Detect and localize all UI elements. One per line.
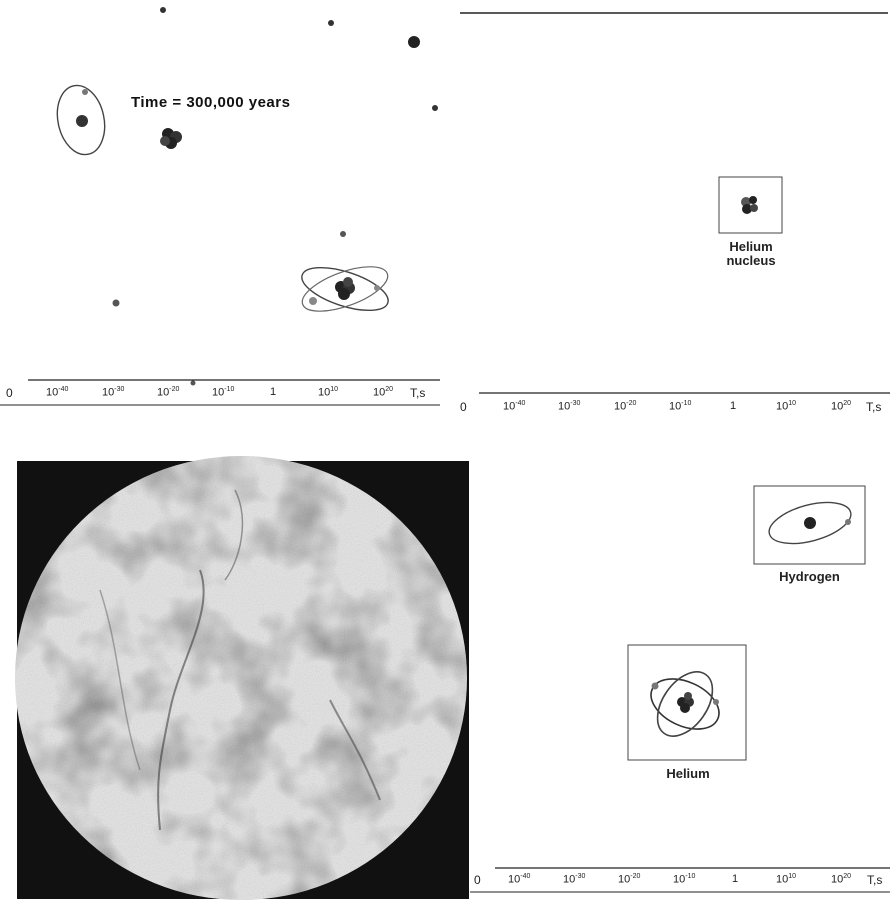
helium-nucleus-box <box>718 176 783 234</box>
timescale-tick: 10-30 <box>102 386 125 399</box>
timescale-tick-exponent: -10 <box>681 400 692 407</box>
hydrogen-label: Hydrogen <box>779 569 840 584</box>
timescale-tick: 1020 <box>373 386 394 399</box>
timescale-axis-1 <box>0 379 440 406</box>
timescale-tick-exponent: -40 <box>520 873 531 880</box>
panel-atoms-art <box>470 485 890 893</box>
helium-nucleus-particles <box>741 196 758 214</box>
particle <box>408 36 420 48</box>
timescale-origin: 0 <box>6 386 13 400</box>
cmb-map-art <box>15 456 469 900</box>
timescale-tick: 10-10 <box>212 386 235 399</box>
hydrogen-box <box>753 485 866 565</box>
timescale-unit: T,s <box>867 873 883 887</box>
helium-nucleus-caption-line2: nucleus <box>726 253 776 268</box>
timescale-tick: 10-20 <box>614 400 637 413</box>
helium-atom-boxed <box>650 671 720 737</box>
timescale-tick: 10-20 <box>618 873 641 886</box>
helium-nucleus-free <box>160 128 182 149</box>
timescale-tick: 1010 <box>318 386 339 399</box>
timescale-origin: 0 <box>474 873 481 887</box>
timescale-tick: 10-40 <box>508 873 531 886</box>
timescale-tick-exponent: 20 <box>385 386 394 393</box>
timescale-tick-exponent: -10 <box>685 873 696 880</box>
timescale-tick: 10-20 <box>157 386 180 399</box>
timescale-tick: 10-10 <box>673 873 696 886</box>
panel-recombination-art <box>0 7 440 406</box>
timescale-tick-exponent: -20 <box>630 873 641 880</box>
timescale-tick: 10-10 <box>669 400 692 413</box>
timescale-tick-exponent: -40 <box>58 386 69 393</box>
timescale-unit: T,s <box>866 400 882 414</box>
particle <box>432 105 438 111</box>
particle <box>328 20 334 26</box>
timescale-tick: 1020 <box>831 873 852 886</box>
timescale-tick-exponent: -30 <box>570 400 581 407</box>
timescale-tick: 1 <box>270 386 277 398</box>
timescale-tick: 1 <box>732 873 739 885</box>
timescale-tick: 10-30 <box>563 873 586 886</box>
timescale-tick-exponent: 10 <box>788 873 797 880</box>
timescale-tick-exponent: -20 <box>626 400 637 407</box>
timescale-tick-exponent: -10 <box>224 386 235 393</box>
timescale-tick-exponent: 20 <box>843 873 852 880</box>
particle <box>160 7 166 13</box>
timescale-tick-exponent: -30 <box>575 873 586 880</box>
timescale-axis-4 <box>470 867 890 893</box>
helium-atom <box>301 266 389 312</box>
timescale-tick-exponent: -30 <box>114 386 125 393</box>
timescale-tick: 1 <box>730 400 737 412</box>
timescale-tick: 10-40 <box>503 400 526 413</box>
helium-nucleus-caption: Helium nucleus <box>708 240 794 268</box>
particle <box>112 299 120 307</box>
timescale-tick: 1010 <box>776 400 797 413</box>
timescale-tick-exponent: 10 <box>330 386 339 393</box>
timescale-tick-exponent: 10 <box>788 400 797 407</box>
timescale-tick-exponent: -40 <box>515 400 526 407</box>
hydrogen-atom-boxed <box>768 501 852 545</box>
time-label: Time = 300,000 years <box>131 94 291 111</box>
hydrogen-atom <box>56 84 106 156</box>
timescale-unit: T,s <box>410 386 426 400</box>
cmb-disc <box>15 456 467 900</box>
timescale-tick: 1010 <box>776 873 797 886</box>
timescale-tick: 1020 <box>831 400 852 413</box>
particle <box>340 231 346 237</box>
timescale-origin: 0 <box>460 400 467 414</box>
timescale-tick-exponent: -20 <box>169 386 180 393</box>
helium-nucleus-caption-line1: Helium <box>729 239 773 254</box>
panel-helium-nucleus-art <box>460 12 890 394</box>
particle <box>190 380 196 386</box>
panel-cmb-map <box>0 450 470 901</box>
timescale-tick: 10-40 <box>46 386 69 399</box>
timescale-tick: 10-30 <box>558 400 581 413</box>
timescale-tick-exponent: 20 <box>843 400 852 407</box>
helium-label: Helium <box>666 766 710 781</box>
helium-box <box>627 644 747 761</box>
